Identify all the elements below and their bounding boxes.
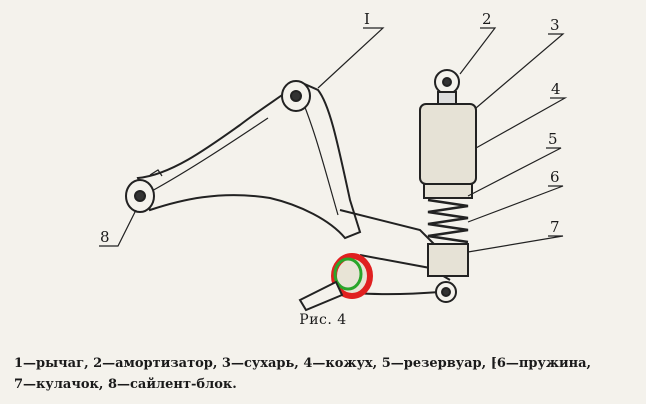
lever-arm (136, 80, 362, 240)
callout-7: 7 (550, 218, 560, 236)
cam-knuckle (298, 253, 373, 312)
leader-lines (99, 27, 568, 253)
legend-line-1: 1—рычаг, 2—амортизатор, 3—сухарь, 4—кожу… (14, 356, 592, 371)
silent-block (125, 169, 163, 213)
callout-6: 6 (550, 168, 560, 186)
figure-caption: Рис. 4 (299, 312, 347, 328)
legend-line-2: 7—кулачок, 8—сайлент-блок. (14, 377, 237, 392)
suspension-diagram: I 2 3 4 5 6 7 8 (99, 10, 568, 312)
callout-8: 8 (100, 228, 110, 246)
shock-absorber (419, 69, 477, 303)
upper-bushing (281, 80, 311, 112)
callout-1: I (364, 10, 370, 28)
callout-3: 3 (550, 16, 560, 34)
callout-2: 2 (482, 10, 492, 28)
callout-4: 4 (551, 80, 561, 98)
callout-5: 5 (548, 130, 558, 148)
callouts: I 2 3 4 5 6 7 8 (100, 10, 561, 246)
